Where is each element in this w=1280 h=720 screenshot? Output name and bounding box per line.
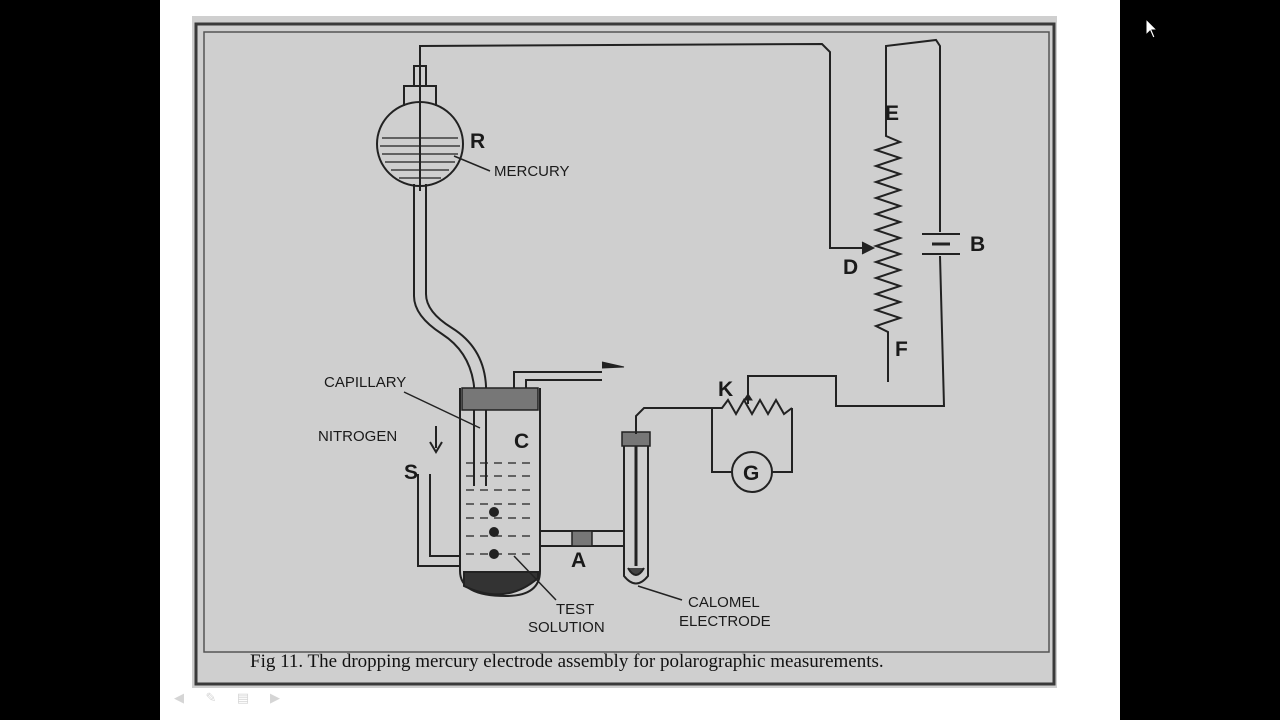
label-F: F <box>895 338 908 361</box>
calomel-wire <box>635 407 712 434</box>
previous-slide-icon[interactable]: ◀ <box>174 691 184 706</box>
mouse-pointer-icon <box>1145 18 1159 39</box>
pen-icon[interactable]: ✎ <box>205 691 217 706</box>
figure-caption: Fig 11. The dropping mercury electrode a… <box>250 651 884 672</box>
label-calomel: CALOMEL <box>688 594 760 611</box>
label-R: R <box>470 130 485 153</box>
nitrogen-inlet-tube <box>429 474 460 557</box>
top-wire <box>419 42 868 249</box>
slide-toolbar: ◀ ✎ ▤ ▶ <box>170 692 284 706</box>
label-electrode: ELECTRODE <box>679 613 771 630</box>
potentiometer-K <box>712 397 793 417</box>
mercury-pool <box>463 571 539 596</box>
outer-border <box>194 22 1056 686</box>
label-D: D <box>843 256 858 279</box>
label-test: TEST <box>556 601 594 618</box>
label-solution: SOLUTION <box>528 619 605 636</box>
scanned-figure: R MERCURY E B D F K G CAPILLARY NITROGEN… <box>192 16 1057 688</box>
label-K: K <box>718 378 733 401</box>
presentation-slide: R MERCURY E B D F K G CAPILLARY NITROGEN… <box>160 0 1120 720</box>
label-E: E <box>885 102 899 125</box>
label-capillary: CAPILLARY <box>324 374 406 391</box>
calomel-electrode <box>623 434 649 585</box>
cell-stopper <box>461 387 539 411</box>
inner-border <box>203 31 1050 653</box>
label-A: A <box>571 549 586 572</box>
galvanometer-G <box>731 451 773 493</box>
label-mercury: MERCURY <box>494 163 570 180</box>
label-G: G <box>743 462 759 485</box>
slide-menu-icon[interactable]: ▤ <box>236 691 250 706</box>
label-S: S <box>404 461 418 484</box>
electrolysis-cell <box>459 388 541 598</box>
gas-outlet-tube <box>513 371 602 388</box>
mercury-tube <box>413 184 475 486</box>
battery-wire <box>885 38 941 232</box>
label-B: B <box>970 233 985 256</box>
resistor-EF <box>872 128 904 382</box>
next-slide-icon[interactable]: ▶ <box>270 691 280 706</box>
electrode-diagram: R MERCURY E B D F K G CAPILLARY NITROGEN… <box>194 22 1056 686</box>
label-C: C <box>514 430 529 453</box>
label-nitrogen: NITROGEN <box>318 428 397 445</box>
